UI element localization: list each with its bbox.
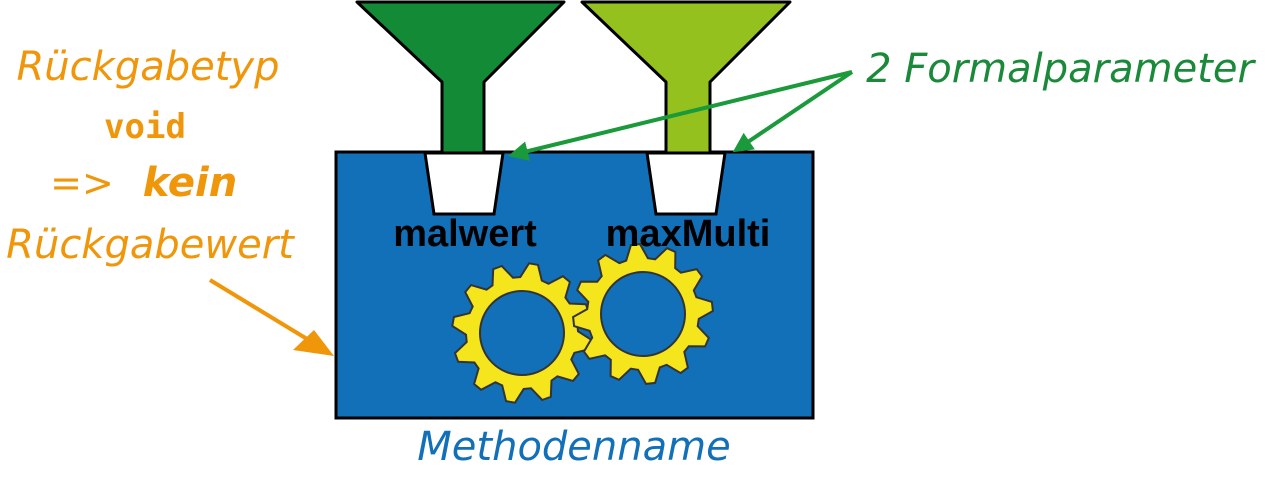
formal-params-label: 2 Formalparameter	[866, 46, 1256, 92]
return-value-label: Rückgabewert	[6, 222, 295, 268]
return-type-label: Rückgabetyp	[17, 44, 280, 90]
return-type-keyword: void	[104, 107, 186, 147]
method-name-label: Methodenname	[417, 424, 730, 470]
gears-icon	[451, 243, 714, 404]
param-slot-first	[423, 151, 505, 216]
arrow-to-second-param	[732, 70, 854, 153]
gear-hole	[479, 290, 565, 376]
param-first-label: malwert	[393, 213, 537, 255]
funnel-left-icon	[355, 0, 566, 156]
arrow-to-method-box	[208, 278, 334, 356]
arrow-to-first-param	[508, 70, 853, 161]
gear-hole	[600, 271, 686, 357]
param-slot-second	[645, 151, 727, 216]
arrow-prefix: =>	[50, 161, 114, 205]
param-second-label: maxMulti	[606, 213, 771, 255]
no-return-word: kein	[143, 160, 238, 206]
